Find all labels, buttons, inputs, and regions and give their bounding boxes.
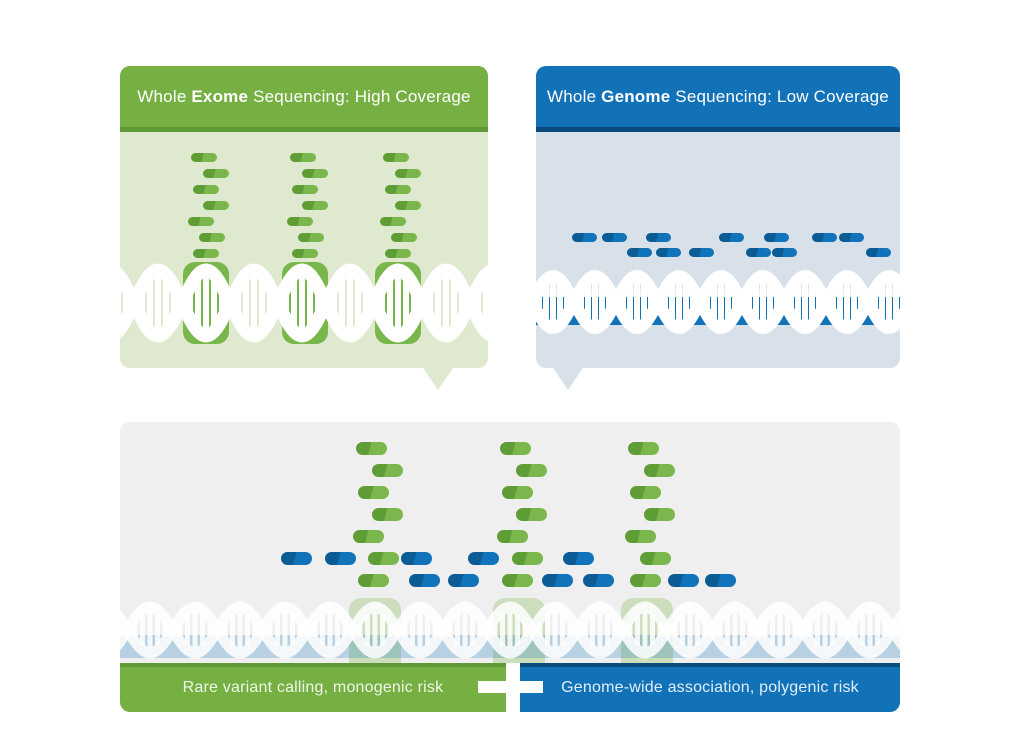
sequencing-read bbox=[385, 249, 411, 258]
footer-blue-shadow-strip bbox=[520, 663, 900, 667]
sequencing-read bbox=[626, 248, 652, 257]
sequencing-read bbox=[292, 185, 318, 194]
sequencing-read bbox=[667, 574, 699, 587]
sequencing-read bbox=[352, 530, 384, 543]
sequencing-read bbox=[645, 233, 671, 242]
genome-header-shadow-strip bbox=[536, 127, 900, 132]
genome-title-post: Sequencing: Low Coverage bbox=[670, 86, 889, 106]
footer-exome-label: Rare variant calling, monogenic risk bbox=[182, 678, 444, 696]
combined-panel: Rare variant calling, monogenic risk Gen… bbox=[120, 422, 900, 712]
sequencing-read bbox=[355, 442, 387, 455]
genome-title-bold: Genome bbox=[601, 86, 671, 106]
sequencing-read bbox=[865, 248, 891, 257]
sequencing-read bbox=[601, 233, 627, 242]
sequencing-read bbox=[191, 153, 217, 162]
sequencing-read bbox=[582, 574, 614, 587]
sequencing-read bbox=[357, 486, 389, 499]
sequencing-read bbox=[447, 574, 479, 587]
exome-panel: Whole Exome Sequencing: High Coverage bbox=[120, 66, 488, 390]
sequencing-read bbox=[371, 464, 403, 477]
sequencing-read bbox=[624, 530, 656, 543]
sequencing-read bbox=[629, 486, 661, 499]
sequencing-read bbox=[515, 464, 547, 477]
sequencing-read bbox=[400, 552, 432, 565]
dna-helix-icon bbox=[120, 600, 900, 660]
genome-bubble-tail bbox=[553, 368, 583, 390]
sequencing-read bbox=[188, 217, 214, 226]
sequencing-read bbox=[203, 201, 229, 210]
sequencing-read bbox=[357, 574, 389, 587]
exome-title-post: Sequencing: High Coverage bbox=[248, 86, 471, 106]
sequencing-read bbox=[771, 248, 797, 257]
footer-green-shadow-strip bbox=[120, 663, 506, 667]
genome-title-pre: Whole bbox=[547, 86, 602, 106]
exome-title-pre: Whole bbox=[137, 86, 192, 106]
sequencing-read bbox=[324, 552, 356, 565]
sequencing-read bbox=[629, 574, 661, 587]
sequencing-read bbox=[193, 185, 219, 194]
sequencing-read bbox=[763, 233, 789, 242]
sequencing-read bbox=[395, 169, 421, 178]
sequencing-read bbox=[838, 233, 864, 242]
sequencing-read bbox=[371, 508, 403, 521]
sequencing-read bbox=[643, 508, 675, 521]
combined-panel-body bbox=[120, 422, 900, 663]
dna-helix-icon bbox=[120, 262, 488, 344]
sequencing-read bbox=[639, 552, 671, 565]
sequencing-read bbox=[280, 552, 312, 565]
sequencing-read bbox=[203, 169, 229, 178]
genome-panel-title: Whole Genome Sequencing: Low Coverage bbox=[536, 66, 900, 127]
sequencing-read bbox=[385, 185, 411, 194]
genome-panel: Whole Genome Sequencing: Low Coverage bbox=[536, 66, 900, 390]
sequencing-read bbox=[292, 249, 318, 258]
sequencing-read bbox=[391, 233, 417, 242]
sequencing-read bbox=[501, 574, 533, 587]
sequencing-read bbox=[627, 442, 659, 455]
sequencing-read bbox=[467, 552, 499, 565]
sequencing-read bbox=[290, 153, 316, 162]
sequencing-read bbox=[643, 464, 675, 477]
sequencing-read bbox=[811, 233, 837, 242]
sequencing-read bbox=[655, 248, 681, 257]
sequencing-read bbox=[501, 486, 533, 499]
combined-footer: Rare variant calling, monogenic risk Gen… bbox=[120, 663, 900, 712]
sequencing-read bbox=[199, 233, 225, 242]
exome-bubble-tail bbox=[423, 368, 453, 390]
sequencing-read bbox=[562, 552, 594, 565]
dna-helix-icon bbox=[536, 268, 900, 336]
sequencing-read bbox=[287, 217, 313, 226]
exome-panel-title: Whole Exome Sequencing: High Coverage bbox=[120, 66, 488, 127]
sequencing-read bbox=[541, 574, 573, 587]
exome-header-shadow-strip bbox=[120, 127, 488, 132]
genome-panel-body bbox=[536, 132, 900, 368]
sequencing-read bbox=[380, 217, 406, 226]
exome-panel-body bbox=[120, 132, 488, 368]
sequencing-read bbox=[718, 233, 744, 242]
sequencing-read bbox=[302, 201, 328, 210]
sequencing-read bbox=[745, 248, 771, 257]
sequencing-read bbox=[395, 201, 421, 210]
sequencing-read bbox=[496, 530, 528, 543]
sequencing-read bbox=[499, 442, 531, 455]
footer-genome-label-bar: Genome-wide association, polygenic risk bbox=[520, 663, 900, 712]
sequencing-read bbox=[571, 233, 597, 242]
sequencing-read bbox=[367, 552, 399, 565]
sequencing-read bbox=[408, 574, 440, 587]
sequencing-read bbox=[511, 552, 543, 565]
sequencing-read bbox=[704, 574, 736, 587]
sequencing-read bbox=[298, 233, 324, 242]
sequencing-read bbox=[193, 249, 219, 258]
sequencing-read bbox=[383, 153, 409, 162]
sequencing-read bbox=[302, 169, 328, 178]
sequencing-read bbox=[515, 508, 547, 521]
footer-exome-label-bar: Rare variant calling, monogenic risk bbox=[120, 663, 506, 712]
exome-title-bold: Exome bbox=[191, 86, 249, 106]
sequencing-read bbox=[688, 248, 714, 257]
footer-genome-label: Genome-wide association, polygenic risk bbox=[561, 678, 859, 696]
